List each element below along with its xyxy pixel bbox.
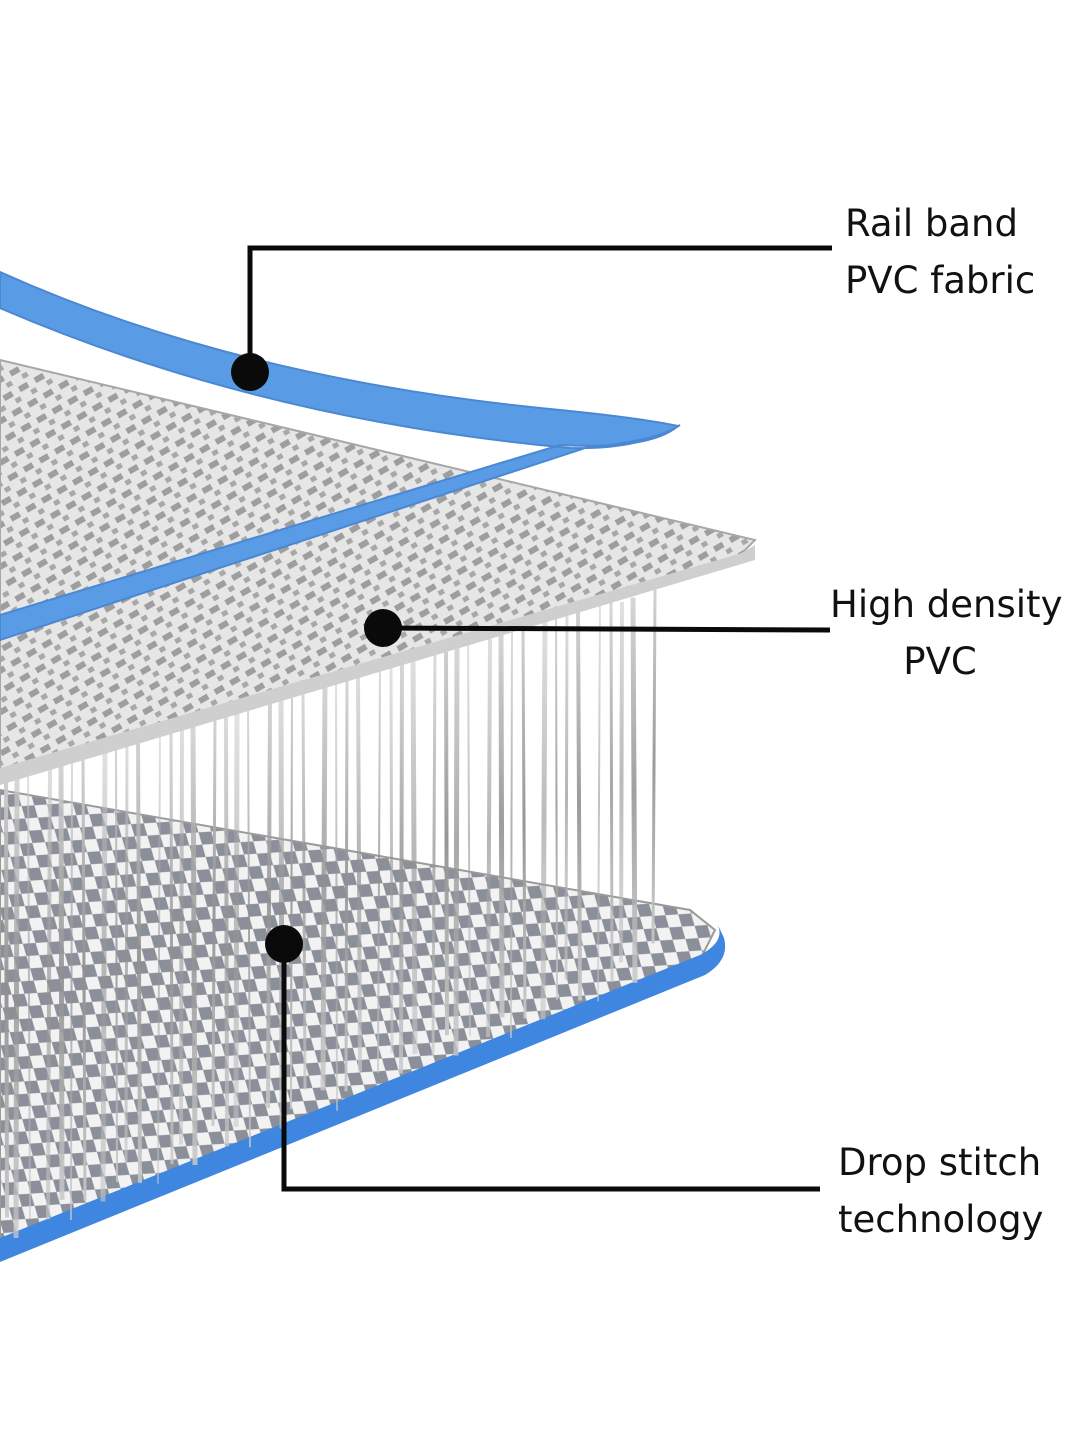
drop-stitch-thread bbox=[190, 726, 198, 1166]
drop-stitch-thread bbox=[58, 763, 65, 1200]
callout-label-line: Rail band bbox=[845, 202, 1018, 245]
drop-stitch-thread bbox=[576, 605, 582, 1001]
callout-dot-density bbox=[364, 609, 402, 647]
leader-line-rail bbox=[247, 245, 832, 372]
drop-stitch-thread bbox=[4, 771, 9, 1218]
drop-stitch-thread bbox=[555, 613, 558, 1000]
callout-label-line: Drop stitch bbox=[838, 1141, 1042, 1184]
callout-label-drop-stitch: Drop stitch technology bbox=[838, 1134, 1043, 1248]
drop-stitch-thread bbox=[320, 675, 328, 1091]
drop-stitch-thread bbox=[564, 609, 569, 981]
drop-stitch-thread bbox=[444, 642, 449, 1036]
drop-stitch-thread bbox=[619, 601, 624, 963]
drop-stitch-thread bbox=[179, 717, 184, 1145]
callout-label-line: technology bbox=[838, 1198, 1044, 1241]
bottom-rail-band bbox=[0, 925, 726, 1262]
callout-dot-rail bbox=[231, 353, 269, 391]
drop-stitch-thread bbox=[486, 639, 492, 1038]
drop-stitch-thread bbox=[70, 759, 73, 1221]
drop-stitch-thread bbox=[301, 684, 307, 1090]
drop-stitch-thread bbox=[233, 709, 240, 1127]
drop-stitch-threads bbox=[4, 589, 657, 1238]
drop-stitch-thread bbox=[399, 659, 404, 1074]
drop-stitch-thread bbox=[169, 721, 174, 1165]
drop-stitch-thread bbox=[13, 767, 20, 1238]
leader-lines bbox=[247, 245, 832, 1192]
drop-stitch-thread bbox=[290, 688, 293, 1110]
top-pvc-edge bbox=[0, 545, 755, 785]
drop-stitch-thread bbox=[540, 618, 548, 1020]
drop-stitch-thread bbox=[247, 705, 251, 1148]
leader-line-density bbox=[382, 625, 831, 633]
drop-stitch-thread bbox=[498, 634, 505, 1018]
drop-stitch-thread bbox=[521, 626, 527, 1019]
drop-stitch-thread bbox=[377, 667, 381, 1073]
drop-stitch-thread bbox=[453, 638, 460, 1056]
drop-stitch-thread bbox=[467, 634, 471, 1037]
drop-stitch-thread bbox=[344, 680, 349, 1092]
drop-stitch-thread bbox=[510, 630, 513, 1038]
drop-stitch-thread bbox=[410, 655, 418, 1054]
drop-stitch-thread bbox=[100, 746, 108, 1202]
drop-stitch-thread bbox=[27, 762, 31, 1219]
drop-stitch-thread bbox=[81, 754, 87, 1201]
top-rail-band bbox=[0, 270, 681, 642]
drop-stitch-thread bbox=[266, 696, 272, 1109]
bottom-pvc-layer bbox=[0, 788, 717, 1252]
drop-stitch-thread bbox=[224, 713, 229, 1147]
callout-label-line: PVC fabric bbox=[845, 259, 1036, 302]
leader-line-drop bbox=[281, 944, 820, 1192]
drop-stitch-thread bbox=[431, 646, 437, 1055]
drop-stitch-thread bbox=[335, 684, 338, 1111]
drop-stitch-thread bbox=[136, 734, 142, 1183]
drop-stitch-thread bbox=[389, 663, 394, 1054]
drop-stitch-thread bbox=[630, 597, 638, 983]
drop-stitch-thread bbox=[651, 589, 657, 944]
drop-stitch-thread bbox=[115, 742, 118, 1182]
callout-label-line: PVC bbox=[903, 640, 977, 683]
callout-label-high-density: High density PVC bbox=[830, 576, 1063, 690]
callout-label-rail-band: Rail band PVC fabric bbox=[845, 195, 1035, 309]
callout-label-line: High density bbox=[830, 583, 1063, 626]
drop-stitch-thread bbox=[356, 676, 362, 1072]
drop-stitch-thread bbox=[157, 725, 161, 1184]
drop-stitch-thread bbox=[609, 592, 614, 982]
drop-stitch-thread bbox=[46, 767, 52, 1220]
drop-stitch-thread bbox=[211, 717, 217, 1126]
callout-dot-drop bbox=[265, 925, 303, 963]
drop-stitch-thread bbox=[124, 738, 129, 1163]
drop-stitch-thread bbox=[597, 597, 601, 1002]
